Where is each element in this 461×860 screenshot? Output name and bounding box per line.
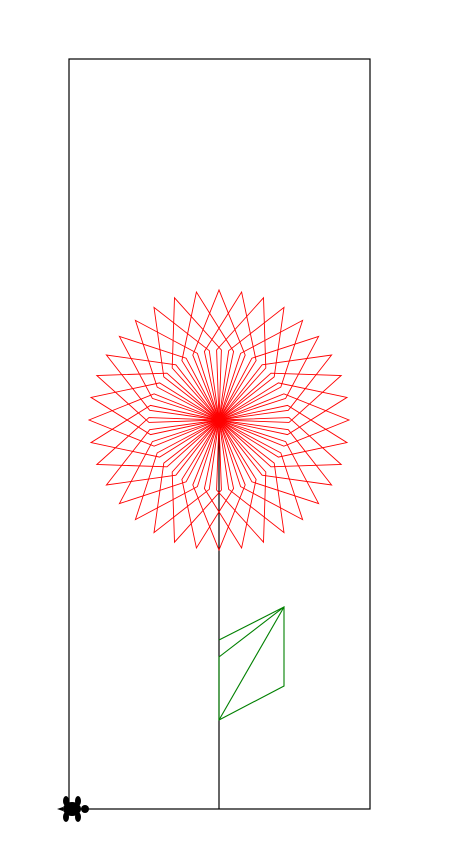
flower-petal [217,393,351,447]
flower-petal [95,372,221,423]
turtle-head [81,805,89,813]
flower-petal [218,319,304,421]
flower-petal [218,335,320,421]
flower-petal [217,354,333,421]
flower-petal [118,335,220,421]
flower-petal [171,418,222,544]
flower-petal [87,393,221,447]
flower-petal [134,319,220,421]
turtle-shell [63,802,81,816]
flower-petal [217,419,333,486]
flower-petal [89,404,221,458]
turtle-leg-front-bottom [75,812,81,822]
turtle-leg-back-top [63,796,69,806]
flower-petal [181,418,235,550]
flower-petal [218,306,285,422]
flower-petal [203,290,257,422]
flower-petal [217,372,343,423]
flower-petal [216,418,267,544]
flower-petal [105,354,221,421]
flower-petal [192,288,246,422]
flower-petal [95,417,221,468]
flower-head [87,288,351,552]
flower-petal [153,306,220,422]
leaf-edge [218,606,285,641]
flower-petal [89,382,221,436]
leaf-vein [218,606,285,721]
flower-petal [134,419,220,521]
flower-petal [217,417,343,468]
flower-petal [171,296,222,422]
flower-petal [218,418,285,534]
turtle-tail [57,807,63,811]
flower-petal [218,419,304,521]
flower-petal [203,418,257,550]
flower-petal [218,419,320,505]
flower-center [215,416,223,424]
flower-petal [181,290,235,422]
flower-petal [105,419,221,486]
flower-petal [216,296,267,422]
flower-petal [217,404,349,458]
flower-petal [217,382,349,436]
flower-petal [153,418,220,534]
turtle-leg-back-bottom [63,812,69,822]
turtle-cursor-icon [57,796,89,822]
leaf [218,605,285,721]
flower-petal [118,419,220,505]
turtle-leg-front-top [75,796,81,806]
flower-petal [192,418,246,552]
